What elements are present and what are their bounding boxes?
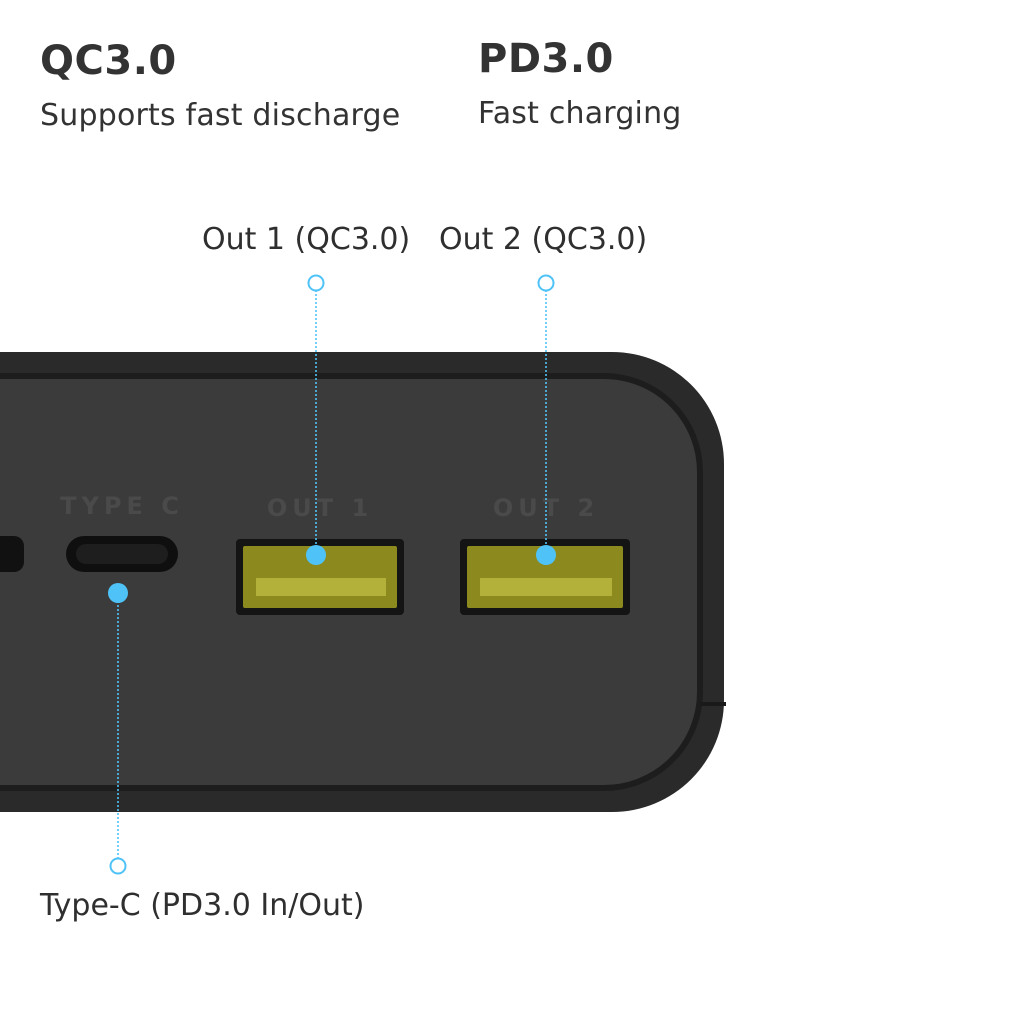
feature-description: Supports fast discharge bbox=[40, 98, 401, 133]
out1-callout-dot bbox=[306, 545, 326, 565]
feature-description: Fast charging bbox=[478, 96, 682, 131]
out1-engraving: OUT 1 bbox=[267, 494, 373, 522]
out2-callout-dot bbox=[536, 545, 556, 565]
typec-callout-label: Type-C (PD3.0 In/Out) bbox=[40, 888, 365, 923]
feature-qc3: QC3.0 Supports fast discharge bbox=[40, 38, 400, 133]
typec-callout bbox=[108, 583, 128, 875]
feature-title: PD3.0 bbox=[478, 36, 614, 82]
out2-callout bbox=[536, 274, 556, 565]
usb-port-out2 bbox=[460, 539, 630, 615]
feature-pd3: PD3.0 Fast charging bbox=[478, 36, 682, 131]
out2-engraving: OUT 2 bbox=[493, 494, 599, 522]
usb-port-out1 bbox=[236, 539, 404, 615]
feature-title: QC3.0 bbox=[40, 38, 177, 84]
out1-callout bbox=[306, 274, 326, 565]
left-edge-port bbox=[0, 536, 24, 572]
out1-callout-label: Out 1 (QC3.0) bbox=[202, 222, 411, 257]
typec-callout-dot bbox=[108, 583, 128, 603]
out2-callout-label: Out 2 (QC3.0) bbox=[439, 222, 648, 257]
typec-engraving: TYPE C bbox=[60, 492, 184, 520]
